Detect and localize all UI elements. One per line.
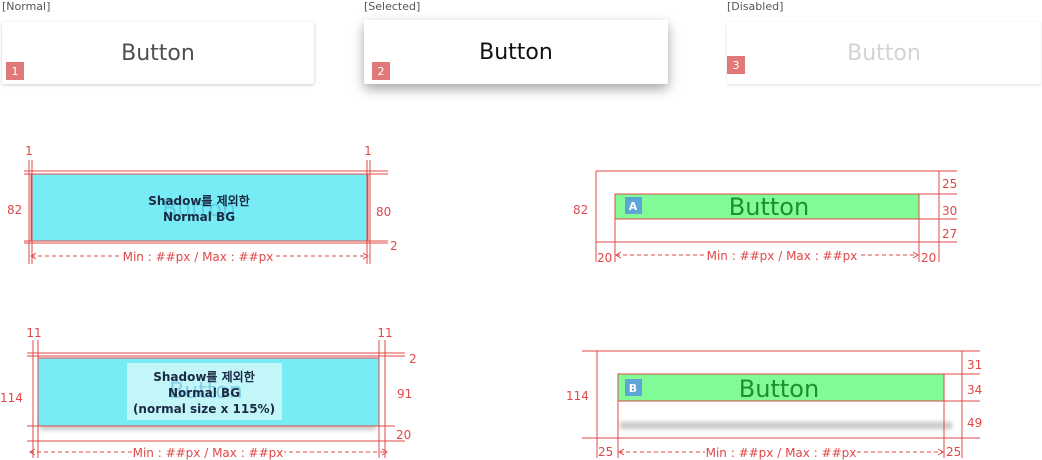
layout-b-label-box [625,379,642,396]
layout-b-text-rect [617,373,945,402]
layout-b-text-height: 34 [967,383,982,397]
layout-a-button-text: Button [729,193,809,221]
layout-a-bottom: 27 [942,227,957,241]
selected-button[interactable]: Button 2 [364,20,668,84]
state-label-selected: [Selected] [364,0,421,13]
layout-b-label: B [629,382,637,395]
state-badge-1: 1 [6,62,24,80]
layout-a-label-box [625,197,642,214]
layout-a-top: 25 [942,177,957,191]
dim-width-range: Min : ##px / Max : ##px [123,250,274,264]
normal-bg-rect [30,173,369,242]
normal-ghost-label: Button [162,197,236,222]
selected-ghost-label: Button [169,379,243,404]
selected-right-inset: 11 [377,326,392,340]
layout-a-width-label-bg [706,248,858,262]
layout-b-height: 114 [566,389,589,403]
selected-note-line2: Normal BG [168,386,240,400]
normal-note-line1: Shadow를 제외한 [148,193,250,208]
selected-note-line1: Shadow를 제외한 [153,369,255,384]
layout-b-width-label-bg [705,445,857,459]
selected-height: 114 [0,391,23,405]
normal-button[interactable]: Button 1 [2,22,314,84]
dim-bottom-gap: 2 [390,239,398,253]
selected-bottom-gap: 20 [396,428,411,442]
layout-a-width-range: Min : ##px / Max : ##px [707,249,858,263]
selected-note-box [127,363,282,420]
layout-a-left-pad: 20 [597,251,612,265]
dim-right-inset: 1 [364,144,372,158]
selected-bg-height: 91 [397,387,412,401]
layout-a-right-pad: 20 [921,251,936,265]
state-label-disabled: [Disabled] [727,0,784,13]
layout-b-right-pad: 25 [946,445,961,459]
dim-height: 82 [7,203,22,217]
layout-a-label: A [629,200,638,213]
selected-button-label: Button [479,39,553,65]
state-label-normal: [Normal] [2,0,51,13]
layout-a-text-height: 30 [942,204,957,218]
width-label-bg [122,249,274,263]
disabled-button: Button 3 [727,22,1041,84]
normal-note-line2: Normal BG [163,210,235,224]
layout-b-left-pad: 25 [598,445,613,459]
dim-bg-height: 80 [376,205,391,219]
selected-left-inset: 11 [26,326,41,340]
selected-width-label-bg [132,445,284,459]
spec-text-layout-b [582,350,980,458]
state-badge-2: 2 [372,62,390,80]
selected-note-line3: (normal size x 115%) [133,402,275,416]
selected-top-gap: 2 [409,352,417,366]
spec-normal-bg [24,160,388,264]
disabled-button-label: Button [847,40,921,66]
layout-b-button-text: Button [739,375,819,403]
dim-left-inset: 1 [25,144,33,158]
selected-width-range: Min : ##px / Max : ##px [133,446,284,460]
layout-b-width-range: Min : ##px / Max : ##px [706,446,857,460]
layout-a-height: 82 [573,203,588,217]
layout-b-top: 31 [967,358,982,372]
layout-b-bottom: 49 [967,416,982,430]
state-badge-3: 3 [727,56,745,74]
normal-button-label: Button [121,40,195,66]
spec-text-layout-a [595,170,957,262]
